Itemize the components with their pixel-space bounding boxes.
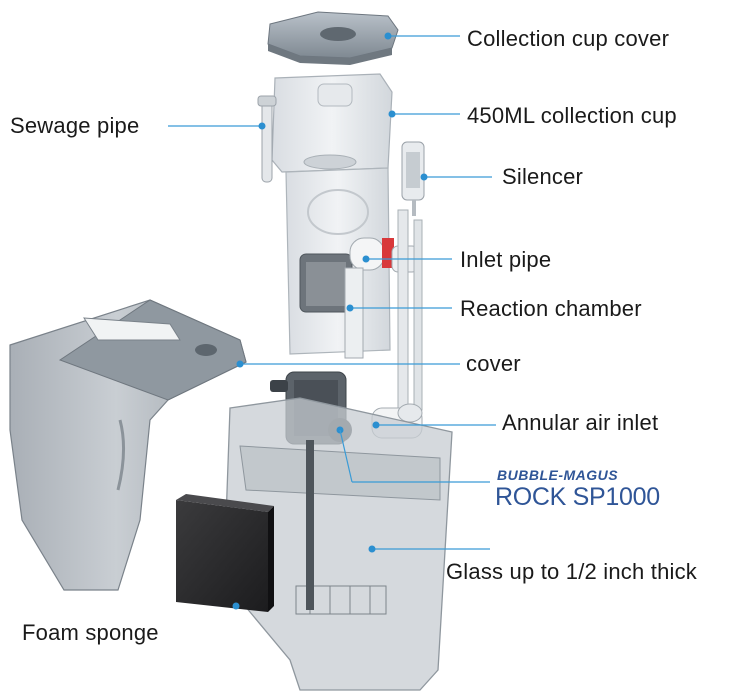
label-reaction-chamber: Reaction chamber	[460, 296, 642, 321]
silencer-shape	[401, 141, 425, 216]
label-silencer: Silencer	[502, 164, 584, 189]
label-inlet-pipe: Inlet pipe	[460, 247, 552, 272]
label-annular-air-inlet: Annular air inlet	[502, 410, 659, 435]
leader-lines	[168, 32, 496, 610]
glass-body-shape	[225, 397, 453, 691]
foam-sponge-shape	[176, 494, 274, 612]
collection-cup-shape	[271, 73, 393, 173]
label-collection-cup: 450ML collection cup	[467, 103, 677, 128]
brand-model: ROCK SP1000	[495, 483, 660, 511]
label-cover: cover	[466, 351, 521, 376]
label-sewage-pipe: Sewage pipe	[10, 113, 140, 138]
label-glass: Glass up to 1/2 inch thick	[446, 559, 697, 584]
label-foam-sponge: Foam sponge	[22, 620, 159, 645]
cover-shape	[9, 299, 247, 591]
sewage-pipe-shape	[257, 95, 277, 183]
label-collection-cup-cover: Collection cup cover	[467, 26, 670, 51]
brand-name: BUBBLE-MAGUS	[497, 467, 619, 483]
collection-cup-cover-shape	[267, 11, 399, 65]
